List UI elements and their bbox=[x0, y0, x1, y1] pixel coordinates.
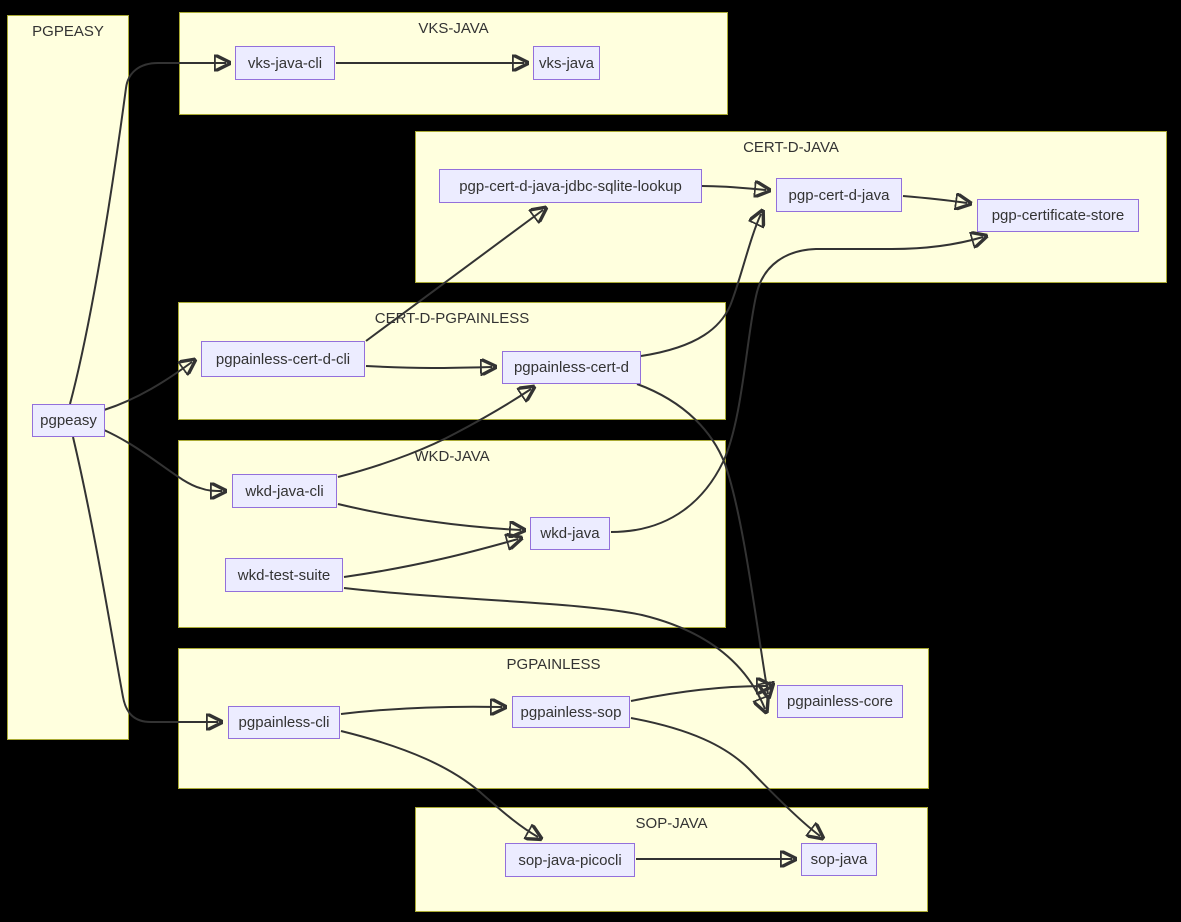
cluster-wkd-java: WKD-JAVA bbox=[178, 440, 726, 628]
cluster-vks-java-title: VKS-JAVA bbox=[418, 20, 489, 37]
cluster-wkd-java-title: WKD-JAVA bbox=[414, 448, 490, 465]
node-wkd-test-suite: wkd-test-suite bbox=[225, 558, 343, 592]
cluster-sop-java-title: SOP-JAVA bbox=[635, 815, 708, 832]
node-vks-java: vks-java bbox=[533, 46, 600, 80]
node-pgp-cert-d-java-jdbc-sqlite-lookup: pgp-cert-d-java-jdbc-sqlite-lookup bbox=[439, 169, 702, 203]
node-pgpeasy: pgpeasy bbox=[32, 404, 105, 437]
cluster-pgpainless-title: PGPAINLESS bbox=[506, 656, 601, 673]
node-wkd-java-cli: wkd-java-cli bbox=[232, 474, 337, 508]
node-pgpainless-cert-d-cli: pgpainless-cert-d-cli bbox=[201, 341, 365, 377]
cluster-cert-d-pgpainless-title: CERT-D-PGPAINLESS bbox=[374, 310, 530, 327]
cluster-pgpeasy: PGPEASY bbox=[7, 15, 129, 740]
node-pgpainless-cert-d: pgpainless-cert-d bbox=[502, 351, 641, 384]
node-pgpainless-cli: pgpainless-cli bbox=[228, 706, 340, 739]
cluster-cert-d-java-title: CERT-D-JAVA bbox=[743, 139, 839, 156]
node-sop-java-picocli: sop-java-picocli bbox=[505, 843, 635, 877]
node-pgpainless-sop: pgpainless-sop bbox=[512, 696, 630, 728]
node-sop-java: sop-java bbox=[801, 843, 877, 876]
node-vks-java-cli: vks-java-cli bbox=[235, 46, 335, 80]
node-pgp-certificate-store: pgp-certificate-store bbox=[977, 199, 1139, 232]
node-wkd-java: wkd-java bbox=[530, 517, 610, 550]
node-pgp-cert-d-java: pgp-cert-d-java bbox=[776, 178, 902, 212]
cluster-pgpeasy-title: PGPEASY bbox=[32, 23, 104, 40]
node-pgpainless-core: pgpainless-core bbox=[777, 685, 903, 718]
